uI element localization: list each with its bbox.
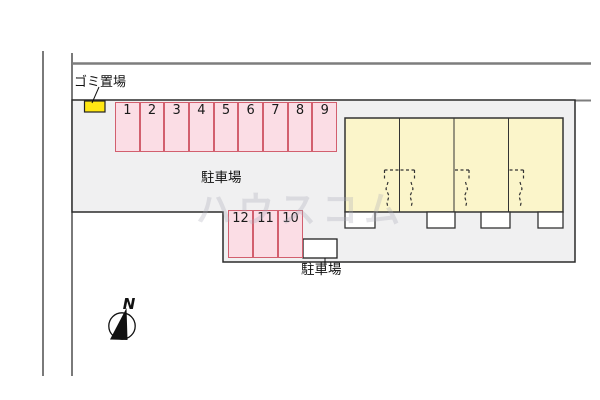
parking-space-5: 5 bbox=[213, 102, 239, 152]
compass-icon: N bbox=[108, 295, 136, 340]
parking-space-4: 4 bbox=[189, 102, 214, 152]
garbage-area-box bbox=[83, 100, 106, 113]
parking-lot-label-lower: 駐車場 bbox=[301, 262, 342, 278]
entrance-porch bbox=[480, 211, 511, 229]
parking-space-9: 9 bbox=[312, 102, 338, 152]
parking-space-1: 1 bbox=[115, 102, 140, 152]
compass-needle bbox=[110, 308, 128, 340]
parking-lot-label-upper: 駐車場 bbox=[201, 170, 242, 186]
entrance-porch bbox=[426, 211, 456, 229]
garbage-area-label: ゴミ置場 bbox=[74, 75, 127, 90]
parking-space-8: 8 bbox=[287, 102, 313, 152]
parking-space-12: 12 bbox=[228, 210, 253, 258]
parking-space-2: 2 bbox=[139, 102, 165, 152]
parking-space-7: 7 bbox=[263, 102, 288, 152]
entrance-porch bbox=[537, 211, 564, 229]
entrance-path-dashed bbox=[400, 169, 416, 209]
parking-space-6: 6 bbox=[238, 102, 264, 152]
parking-space-11: 11 bbox=[253, 210, 278, 258]
entrance-path-dashed bbox=[509, 169, 525, 209]
parking-space-box bbox=[302, 238, 338, 259]
parking-space-3: 3 bbox=[164, 102, 190, 152]
parking-space-10: 10 bbox=[278, 210, 303, 258]
entrance-path-dashed bbox=[455, 169, 470, 209]
entrance-path-dashed bbox=[383, 169, 399, 209]
entrance-porch bbox=[344, 211, 376, 229]
compass-north-label: N bbox=[123, 295, 136, 313]
garbage-label-pointer-line bbox=[91, 86, 100, 104]
